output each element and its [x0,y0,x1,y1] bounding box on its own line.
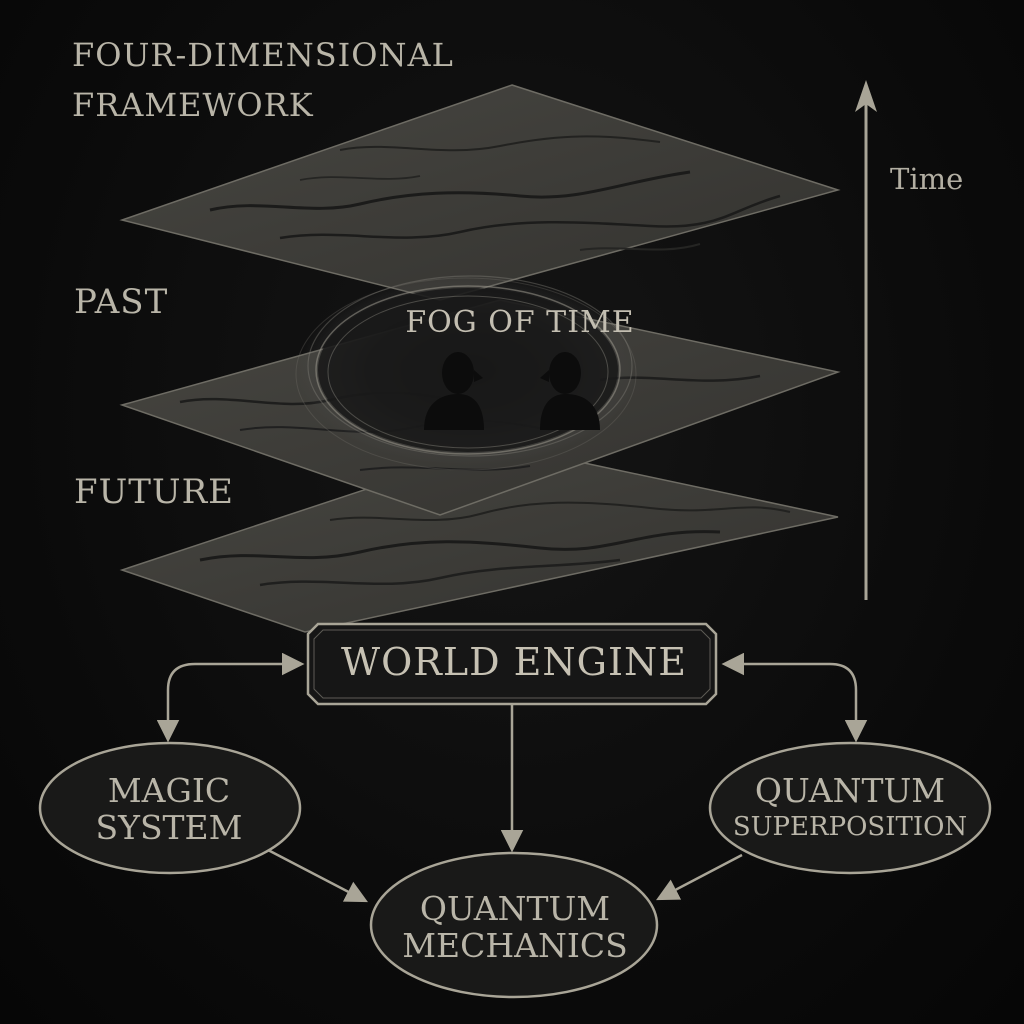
world-engine-label: WORLD ENGINE [341,640,687,684]
future-label: FUTURE [74,472,234,512]
time-axis-arrow [855,80,877,600]
quantum-superposition-label: QUANTUM SUPERPOSITION [705,772,995,846]
connector-arrows [156,652,868,903]
magic-system-line1: MAGIC [107,771,231,810]
left-silhouette [424,352,484,430]
time-axis-label: Time [890,162,964,196]
quantum-mechanics-line1: QUANTUM [419,889,611,928]
quantum-superposition-line1: QUANTUM [754,771,946,810]
quantum-mechanics-line2: MECHANICS [402,926,628,965]
quantum-mechanics-label: QUANTUM MECHANICS [370,890,660,964]
magic-system-label: MAGIC SYSTEM [40,772,298,846]
quantum-superposition-node [708,741,992,875]
diagram-title: FOUR-DIMENSIONAL FRAMEWORK [72,36,454,124]
past-label: PAST [74,282,169,322]
world-engine-box [306,622,718,706]
future-plane [119,444,839,633]
right-silhouette [540,352,600,430]
fog-of-time-label: FOG OF TIME [405,305,635,340]
quantum-superposition-line2: SUPERPOSITION [732,812,968,842]
quantum-mechanics-node [369,851,659,999]
magic-system-node [38,741,302,875]
magic-system-line2: SYSTEM [95,808,243,847]
